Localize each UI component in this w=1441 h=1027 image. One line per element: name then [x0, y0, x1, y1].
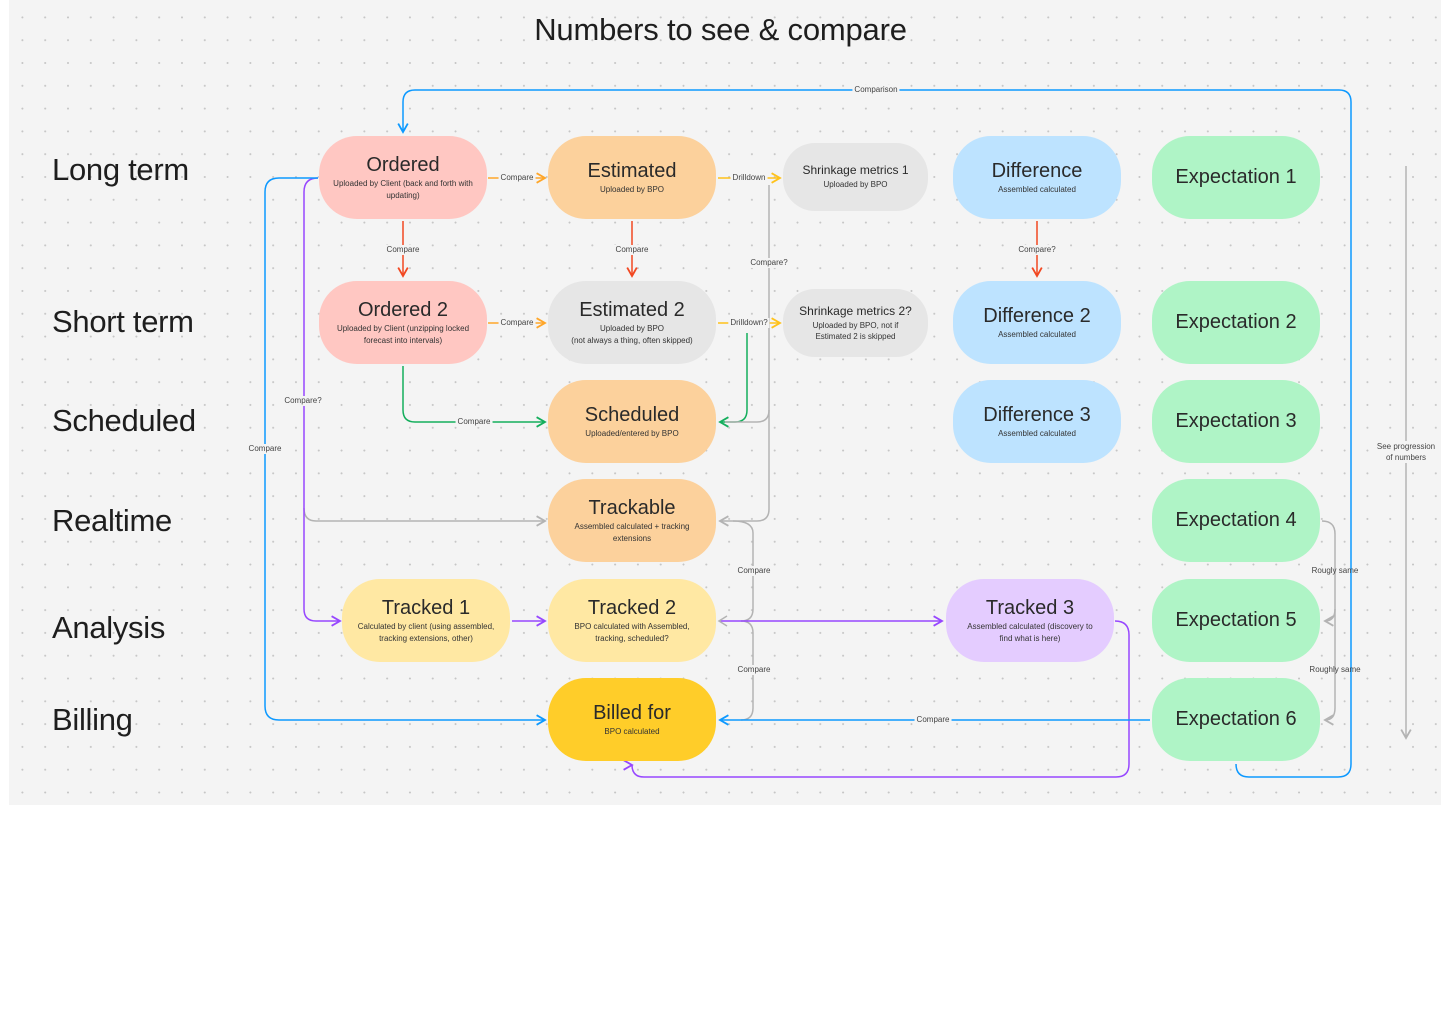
node-subtitle: Uploaded by BPO [599, 323, 665, 333]
node-expectation-5[interactable]: Expectation 5 [1152, 579, 1320, 662]
node-estimated-2[interactable]: Estimated 2 Uploaded by BPO (not always … [548, 281, 716, 364]
node-scheduled[interactable]: Scheduled Uploaded/entered by BPO [548, 380, 716, 463]
node-title: Difference 3 [983, 403, 1091, 426]
node-subtitle: Assembled calculated [998, 184, 1076, 194]
page-title: Numbers to see & compare [534, 12, 907, 47]
edge-label-compare-q: Compare? [282, 396, 324, 406]
node-billed-for[interactable]: Billed for BPO calculated [548, 678, 716, 761]
node-subtitle-2: (not always a thing, often skipped) [571, 336, 693, 345]
node-subtitle: Uploaded by BPO [823, 180, 888, 190]
node-title: Estimated 2 [579, 298, 685, 321]
node-title: Difference 2 [983, 304, 1091, 327]
node-tracked-1[interactable]: Tracked 1 Calculated by client (using as… [342, 579, 510, 662]
node-title: Shrinkage metrics 2? [799, 303, 912, 318]
row-label-analysis: Analysis [52, 610, 166, 645]
node-title: Ordered 2 [357, 299, 449, 321]
node-title: Expectation 5 [1175, 609, 1297, 631]
node-subtitle: Uploaded by Client (back and forth with … [333, 179, 473, 200]
edge-label-drilldown: Drilldown [730, 173, 768, 183]
edge-label-compare: Compare [246, 444, 284, 454]
node-title: Estimated [587, 159, 677, 182]
edge-label-comparison: Comparison [852, 85, 900, 95]
node-expectation-1[interactable]: Expectation 1 [1152, 136, 1320, 219]
node-expectation-6[interactable]: Expectation 6 [1152, 678, 1320, 761]
node-title: Expectation 4 [1175, 509, 1297, 531]
node-subtitle: Assembled calculated [998, 329, 1076, 339]
node-estimated[interactable]: Estimated Uploaded by BPO [548, 136, 716, 219]
node-ordered-2[interactable]: Ordered 2 Uploaded by Client (unzipping … [319, 281, 487, 364]
node-title: Ordered [366, 154, 440, 176]
node-trackable[interactable]: Trackable Assembled calculated + trackin… [548, 479, 716, 562]
node-subtitle: Uploaded by BPO [599, 184, 665, 194]
edge-label-compare: Compare [613, 245, 651, 255]
edge-label-compare: Compare [735, 665, 773, 675]
node-subtitle: BPO calculated [604, 726, 660, 736]
node-ordered[interactable]: Ordered Uploaded by Client (back and for… [319, 136, 487, 219]
node-title: Tracked 2 [587, 597, 677, 619]
node-tracked-3[interactable]: Tracked 3 Assembled calculated (discover… [946, 579, 1114, 662]
node-subtitle: BPO calculated with Assembled, tracking,… [574, 622, 690, 643]
edge-label-drilldown-q: Drilldown? [728, 318, 770, 328]
edge-label-progression: See progression of numbers [1373, 441, 1439, 463]
node-title: Trackable [588, 497, 676, 519]
node-subtitle: Assembled calculated (discovery to find … [967, 622, 1093, 643]
node-subtitle: Calculated by client (using assembled, t… [357, 622, 495, 643]
row-label-realtime: Realtime [52, 503, 172, 538]
row-label-long-term: Long term [52, 152, 189, 187]
node-subtitle: Assembled calculated [998, 428, 1076, 438]
edge-label-compare: Compare [498, 318, 536, 328]
edge-label-roughly-same: Roughly same [1309, 665, 1361, 674]
edge-label-compare: Compare [384, 245, 422, 255]
row-label-short-term: Short term [52, 304, 194, 339]
row-label-scheduled: Scheduled [52, 403, 196, 438]
node-title: Scheduled [584, 403, 680, 426]
node-expectation-3[interactable]: Expectation 3 [1152, 380, 1320, 463]
node-expectation-4[interactable]: Expectation 4 [1152, 479, 1320, 562]
node-subtitle: Uploaded by Client (unzipping locked for… [336, 324, 470, 345]
node-title: Tracked 1 [381, 597, 471, 619]
node-difference[interactable]: Difference Assembled calculated [953, 136, 1121, 219]
node-shrinkage-metrics-2[interactable]: Shrinkage metrics 2? Uploaded by BPO, no… [783, 289, 928, 357]
node-title: Shrinkage metrics 1 [802, 163, 909, 178]
node-title: Expectation 6 [1175, 708, 1297, 730]
node-tracked-2[interactable]: Tracked 2 BPO calculated with Assembled,… [548, 579, 716, 662]
edge-label-compare: Compare [455, 417, 493, 427]
node-title: Expectation 3 [1175, 410, 1297, 432]
node-subtitle: Uploaded by BPO, not if Estimated 2 is s… [812, 320, 899, 342]
edge-label-compare: Compare [735, 566, 773, 576]
node-difference-2[interactable]: Difference 2 Assembled calculated [953, 281, 1121, 364]
edge-label-compare: Compare [914, 715, 952, 725]
node-expectation-2[interactable]: Expectation 2 [1152, 281, 1320, 364]
node-title: Tracked 3 [985, 597, 1075, 619]
node-difference-3[interactable]: Difference 3 Assembled calculated [953, 380, 1121, 463]
edge-label-compare-q: Compare? [1016, 245, 1058, 255]
node-title: Billed for [593, 701, 671, 724]
node-shrinkage-metrics-1[interactable]: Shrinkage metrics 1 Uploaded by BPO [783, 143, 928, 211]
row-label-billing: Billing [52, 702, 133, 737]
node-title: Difference [991, 159, 1083, 182]
edge-label-compare-q: Compare? [748, 258, 790, 268]
edge-label-compare: Compare [498, 173, 536, 183]
node-subtitle: Uploaded/entered by BPO [585, 428, 679, 438]
node-subtitle: Assembled calculated + tracking extensio… [574, 522, 690, 543]
node-title: Expectation 1 [1175, 166, 1297, 188]
node-title: Expectation 2 [1175, 311, 1297, 333]
edge-label-roughly-same: Rougly same [1311, 566, 1359, 575]
